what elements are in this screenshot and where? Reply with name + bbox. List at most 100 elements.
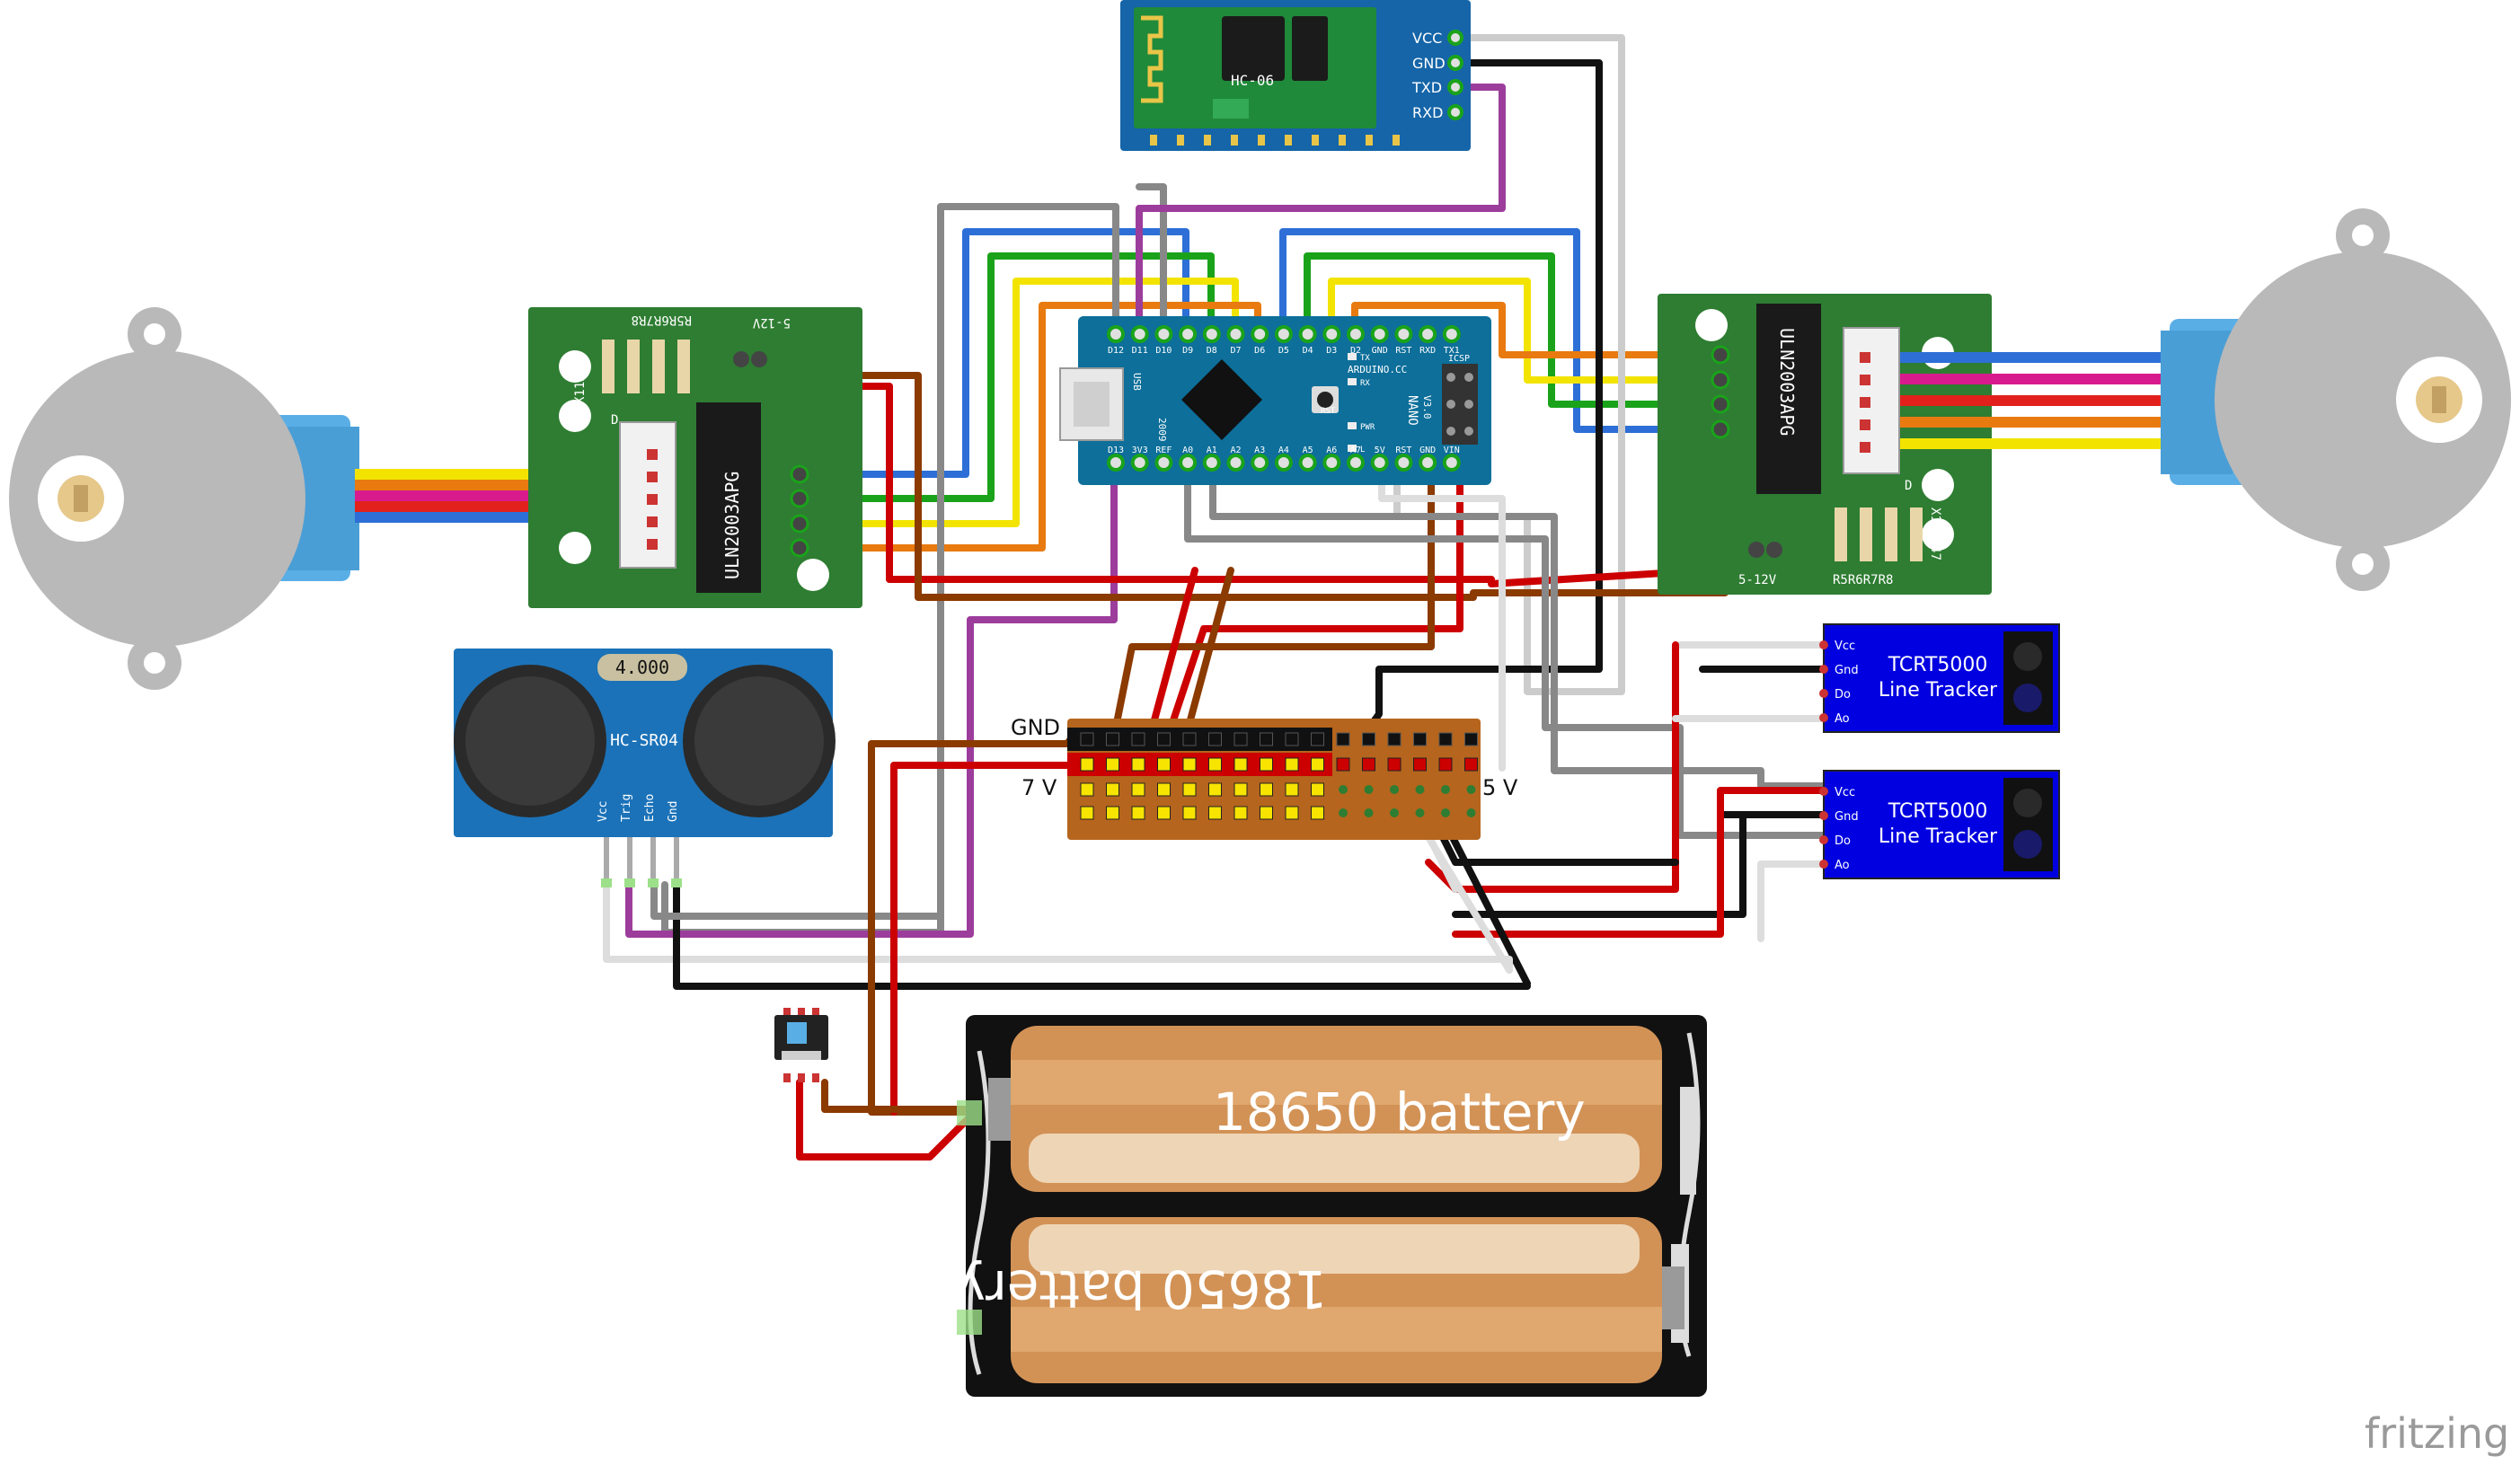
wire-red-vin[interactable] bbox=[1164, 459, 1463, 740]
strip-holes bbox=[1080, 732, 1478, 820]
wire-grey-a0[interactable] bbox=[1184, 459, 1845, 839]
nano-pin-a6[interactable] bbox=[1322, 454, 1341, 472]
wire-red-switch[interactable] bbox=[796, 1079, 978, 1161]
nano-pin-vin[interactable] bbox=[1442, 454, 1461, 472]
sensor-pin-vcc[interactable] bbox=[604, 837, 609, 882]
wire-green-right[interactable] bbox=[1304, 252, 1724, 408]
nano-pin-label: A6 bbox=[1326, 446, 1337, 455]
wire-orange-left[interactable] bbox=[796, 302, 1261, 552]
sensor-pin-trig[interactable] bbox=[627, 837, 632, 882]
wire-brown-gnd[interactable] bbox=[1110, 459, 1435, 740]
nano-pin-d9[interactable] bbox=[1179, 325, 1198, 343]
tracker-pin-gnd[interactable] bbox=[1819, 811, 1828, 820]
tracker-pin-label: Ao bbox=[1835, 859, 1850, 872]
tracker-pin-do[interactable] bbox=[1819, 689, 1828, 698]
tracker-pin-gnd[interactable] bbox=[1819, 665, 1828, 674]
wire-brown-a6[interactable] bbox=[1182, 567, 1234, 740]
nano-pin-d6[interactable] bbox=[1251, 325, 1269, 343]
nano-pin-a4[interactable] bbox=[1274, 454, 1293, 472]
nano-pin-label: A0 bbox=[1182, 446, 1193, 455]
nano-pin-a5[interactable] bbox=[1298, 454, 1317, 472]
nano-pin-d8[interactable] bbox=[1202, 325, 1221, 343]
stepper-motor-left[interactable] bbox=[9, 307, 359, 690]
nano-pin-d7[interactable] bbox=[1226, 325, 1245, 343]
hc06-module[interactable]: HC-06 VCC GND TXD RXD bbox=[1120, 0, 1471, 151]
nano-pin-gnd[interactable] bbox=[1419, 454, 1437, 472]
wire-grey-d10[interactable] bbox=[1136, 183, 1167, 338]
nano-pin-3v3[interactable] bbox=[1130, 454, 1149, 472]
wire-yellow-right[interactable] bbox=[1328, 278, 1724, 384]
uln2003-driver-right[interactable]: R5R6R7R8 X113647 5-12V D ULN2003APG bbox=[1658, 294, 1992, 595]
nano-pin-d13[interactable] bbox=[1107, 454, 1125, 472]
nano-pin-d11[interactable] bbox=[1130, 325, 1149, 343]
wire-orange-right[interactable] bbox=[1351, 302, 1724, 358]
left-chip-label: ULN2003APG bbox=[721, 472, 743, 579]
sensor-pin-gnd[interactable] bbox=[674, 837, 679, 882]
nano-pin-rst[interactable] bbox=[1394, 325, 1413, 343]
tracker-pin-do[interactable] bbox=[1819, 835, 1828, 844]
nano-pin-ref[interactable] bbox=[1154, 454, 1173, 472]
right-d-label: D bbox=[1905, 479, 1912, 493]
stepper-cable-right bbox=[1900, 352, 2170, 449]
sensor-pin-tip bbox=[671, 878, 682, 887]
wire-grey-d12[interactable] bbox=[661, 203, 1119, 936]
wire-grey-a1[interactable] bbox=[1209, 459, 1827, 790]
wire-red-a5[interactable] bbox=[1146, 567, 1198, 740]
nano-pin-d4[interactable] bbox=[1298, 325, 1317, 343]
wire-black-tracker2[interactable] bbox=[1452, 811, 1827, 918]
nano-pin-label: D10 bbox=[1155, 346, 1172, 356]
nano-pin-a3[interactable] bbox=[1251, 454, 1269, 472]
sensor-pin-label: Gnd bbox=[667, 801, 680, 822]
wire-purple-rxd[interactable] bbox=[1136, 84, 1506, 338]
battery-cell-1: 18650 battery bbox=[988, 1026, 1662, 1192]
nano-brand: ARDUINO.CC bbox=[1348, 364, 1407, 375]
wire-purple-echo[interactable] bbox=[625, 459, 1118, 938]
wire-white-us-vcc[interactable] bbox=[603, 881, 1513, 974]
nano-pin-d5[interactable] bbox=[1274, 325, 1293, 343]
nano-pin-tx1[interactable] bbox=[1442, 325, 1461, 343]
nano-pin-label: D7 bbox=[1230, 346, 1241, 356]
hc06-pin-txd: TXD bbox=[1411, 79, 1442, 96]
battery-holder[interactable]: 18650 battery 18650 battery bbox=[955, 1015, 1707, 1397]
stepper-motor-right[interactable] bbox=[2161, 208, 2511, 591]
nano-pin-5v[interactable] bbox=[1370, 454, 1389, 472]
tracker-pin-vcc[interactable] bbox=[1819, 640, 1828, 649]
nano-pin-label: GND bbox=[1419, 446, 1436, 455]
nano-pin-rst[interactable] bbox=[1394, 454, 1413, 472]
tracker-pin-label: Do bbox=[1835, 834, 1851, 848]
nano-pin-gnd[interactable] bbox=[1370, 325, 1389, 343]
tracker-pin-ao[interactable] bbox=[1819, 860, 1828, 869]
nano-pin-label: RXD bbox=[1419, 346, 1436, 356]
battery-cell-2: 18650 battery bbox=[955, 1217, 1684, 1383]
wire-grey-tracker2[interactable] bbox=[1757, 860, 1827, 942]
nano-pin-d12[interactable] bbox=[1107, 325, 1125, 343]
nano-pin-d3[interactable] bbox=[1322, 325, 1341, 343]
wire-brown-switch[interactable] bbox=[821, 1079, 978, 1113]
nano-pin-a1[interactable] bbox=[1202, 454, 1221, 472]
nano-pin-d10[interactable] bbox=[1154, 325, 1173, 343]
nano-pin-rxd[interactable] bbox=[1419, 325, 1437, 343]
wire-red-tracker2[interactable] bbox=[1452, 787, 1827, 938]
left-input-header bbox=[790, 464, 809, 558]
wire-red-batt[interactable] bbox=[890, 762, 1091, 1116]
crystal-oscillator bbox=[597, 654, 687, 681]
arduino-nano[interactable]: ICSP ARDUINO.CC NANO V3.0 USB 2009 RST T… bbox=[1059, 316, 1491, 485]
wire-red-tracker1[interactable] bbox=[1425, 641, 1679, 893]
uln2003-driver-left[interactable]: R5R6R7R8 X113647 5-12V D ULN2003APG bbox=[528, 307, 862, 608]
nano-pin-a7[interactable] bbox=[1347, 454, 1365, 472]
nano-pin-label: RST bbox=[1395, 346, 1411, 356]
sensor-pin-echo[interactable] bbox=[650, 837, 656, 882]
nano-pin-a0[interactable] bbox=[1179, 454, 1198, 472]
tracker-pin-ao[interactable] bbox=[1819, 713, 1828, 722]
power-strip[interactable]: GND 7 V 5 V bbox=[1011, 715, 1518, 840]
power-switch[interactable] bbox=[774, 1008, 828, 1082]
wire-blue-left[interactable] bbox=[796, 228, 1189, 478]
nano-pin-d2[interactable] bbox=[1347, 325, 1365, 343]
nano-pin-a2[interactable] bbox=[1226, 454, 1245, 472]
tracker-pin-vcc[interactable] bbox=[1819, 787, 1828, 796]
wire-grey-us-trig[interactable] bbox=[650, 881, 944, 920]
